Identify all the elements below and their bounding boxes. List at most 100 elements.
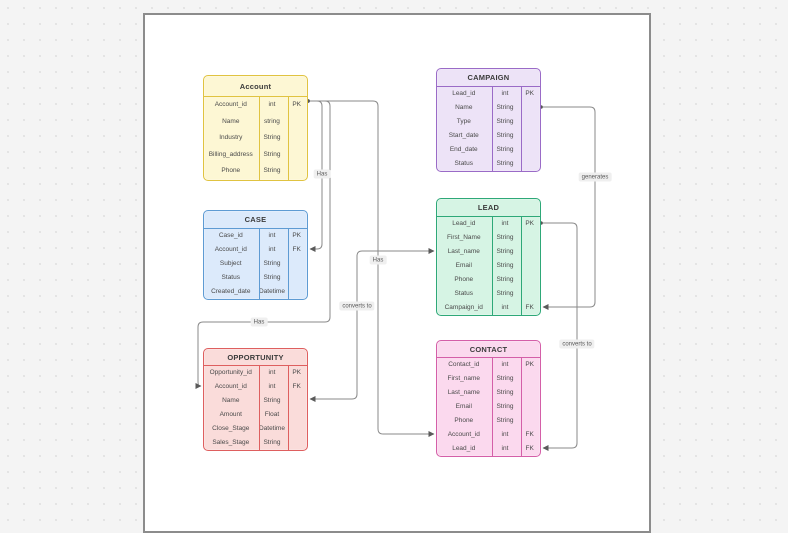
table-title: Account xyxy=(204,76,307,97)
field-name: Phone xyxy=(454,275,474,283)
column-divider xyxy=(259,366,260,450)
field-type: String xyxy=(496,289,514,297)
field-name: Billing_address xyxy=(208,150,253,158)
field-name: Status xyxy=(221,273,240,281)
field-name: Last_name xyxy=(447,388,480,396)
field-name: Start_date xyxy=(448,131,479,139)
field-name: Name xyxy=(222,117,240,125)
field-type: int xyxy=(501,303,509,311)
field-name: Close_Stage xyxy=(212,424,250,432)
field-type: String xyxy=(263,259,281,267)
connector-lead-converts-to-opportunity[interactable] xyxy=(309,248,435,402)
field-name: Status xyxy=(454,289,473,297)
table-title: CONTACT xyxy=(437,341,540,358)
column-divider xyxy=(259,97,260,180)
field-name: Contact_id xyxy=(448,360,480,368)
connector-label-account-has-opportunity[interactable]: Has xyxy=(250,317,268,327)
field-type: String xyxy=(496,275,514,283)
field-name: Account_id xyxy=(214,101,247,108)
field-type: String xyxy=(263,396,281,404)
table-row[interactable]: Account_id int FK xyxy=(204,243,307,257)
connector-lead-converts-to-contact[interactable] xyxy=(541,222,578,451)
table-row[interactable]: Status String xyxy=(204,271,307,285)
field-name: Status xyxy=(454,159,473,167)
table-row[interactable]: Close_Stage Datetime xyxy=(204,422,307,436)
field-type: String xyxy=(496,261,514,269)
connector-campaign-generates-lead[interactable] xyxy=(541,106,596,310)
field-type: int xyxy=(268,368,276,376)
field-type: int xyxy=(501,444,509,452)
field-name: Account_id xyxy=(214,245,247,253)
field-name: Name xyxy=(455,103,473,111)
table-row[interactable]: Status String xyxy=(437,157,540,171)
table-title: CASE xyxy=(204,211,307,229)
column-divider xyxy=(492,358,493,456)
table-row[interactable]: Status String xyxy=(437,287,540,301)
field-type: String xyxy=(496,117,514,125)
field-type: String xyxy=(496,159,514,167)
connector-label-lead-converts-to-contact[interactable]: converts to xyxy=(559,339,595,349)
connector-label-account-has-case[interactable]: Has xyxy=(313,169,331,179)
field-type: String xyxy=(263,273,281,281)
field-name: Phone xyxy=(221,167,241,174)
field-name: Campaign_id xyxy=(444,303,483,311)
table-row[interactable]: Phone String xyxy=(437,273,540,287)
field-key: FK xyxy=(292,382,301,390)
field-key: FK xyxy=(292,245,301,253)
field-name: End_date xyxy=(449,145,478,153)
field-type: int xyxy=(268,382,276,390)
table-row[interactable]: Account_id int FK xyxy=(204,380,307,394)
field-key: PK xyxy=(525,219,534,227)
field-type: String xyxy=(496,416,514,424)
field-name: Opportunity_id xyxy=(209,368,252,376)
connector-label-lead-converts-to-opportunity[interactable]: converts to xyxy=(339,301,375,311)
field-type: int xyxy=(268,245,276,253)
column-divider xyxy=(521,358,522,456)
field-type: String xyxy=(263,134,281,141)
table-row[interactable]: Name String xyxy=(204,394,307,408)
connector-label-account-has-contact[interactable]: Has xyxy=(369,255,387,265)
connector-label-campaign-generates-lead[interactable]: generates xyxy=(578,172,612,182)
field-name: Name xyxy=(222,396,240,404)
connector-account-has-contact[interactable] xyxy=(308,100,435,437)
field-name: Account_id xyxy=(214,382,247,390)
field-type: Datetime xyxy=(258,424,285,432)
table-title: CAMPAIGN xyxy=(437,69,540,87)
table-title: LEAD xyxy=(437,199,540,217)
field-type: Datetime xyxy=(258,287,285,295)
